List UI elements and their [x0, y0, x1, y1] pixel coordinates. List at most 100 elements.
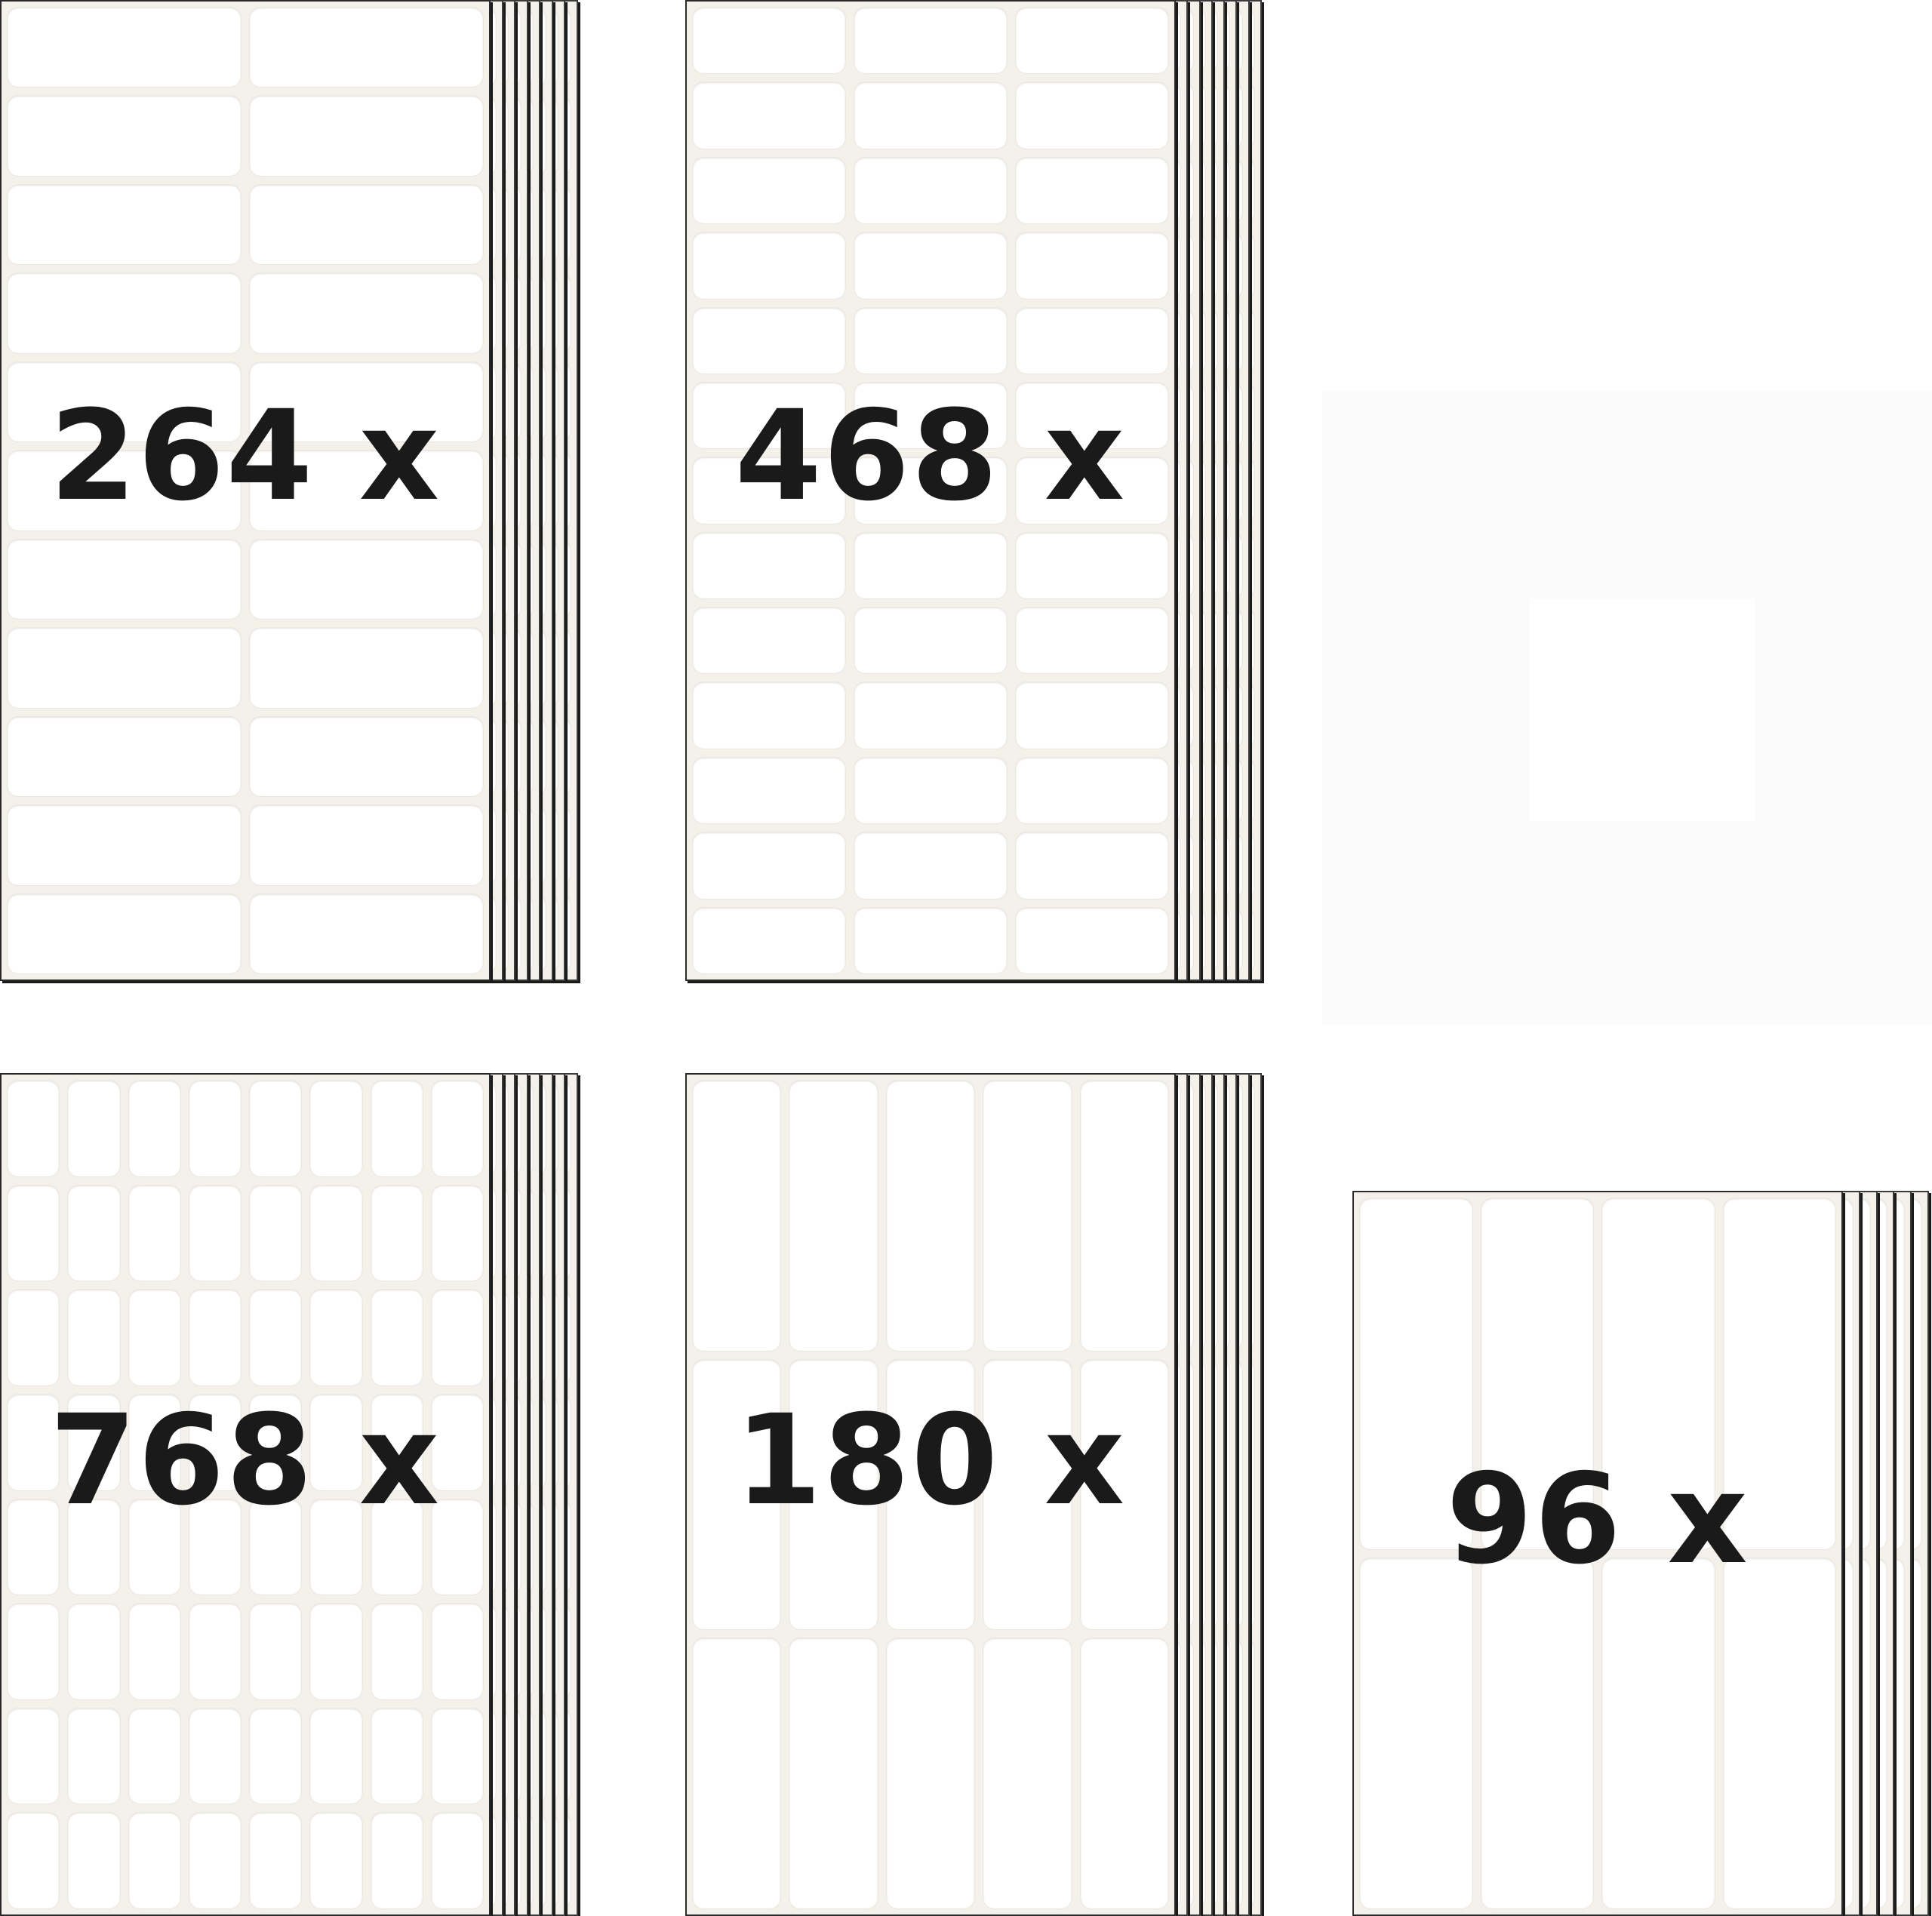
blank-label — [1080, 1081, 1168, 1351]
blank-label — [371, 1081, 423, 1176]
blank-label — [310, 1604, 362, 1699]
blank-label — [854, 532, 1007, 599]
blank-label — [250, 539, 483, 620]
blank-label — [1360, 1558, 1472, 1908]
label-pack-264: 264 x — [0, 0, 578, 981]
blank-label — [189, 1394, 241, 1490]
blank-label — [189, 1081, 241, 1176]
blank-label — [189, 1499, 241, 1595]
blank-label — [693, 82, 845, 149]
blank-label — [693, 457, 845, 524]
blank-label — [789, 1081, 878, 1351]
blank-label — [854, 82, 1007, 149]
label-grid — [2, 1075, 489, 1914]
blank-label — [189, 1813, 241, 1908]
blank-label — [68, 1604, 120, 1699]
blank-label — [8, 1081, 60, 1176]
blank-label — [1602, 1198, 1715, 1549]
blank-label — [854, 907, 1007, 973]
blank-label — [693, 757, 845, 824]
blank-label — [8, 1394, 60, 1490]
blank-label — [250, 1604, 302, 1699]
blank-label — [431, 1813, 483, 1908]
blank-label — [128, 1604, 180, 1699]
blank-label — [250, 1394, 302, 1490]
blank-label — [1016, 607, 1168, 674]
blank-label — [68, 1081, 120, 1176]
blank-label — [128, 1185, 180, 1281]
blank-label — [1016, 682, 1168, 749]
blank-label — [8, 1290, 60, 1385]
blank-label — [693, 307, 845, 374]
blank-label — [1016, 757, 1168, 824]
blank-label — [8, 8, 241, 88]
blank-label — [371, 1813, 423, 1908]
blank-label — [431, 1185, 483, 1281]
blank-label — [8, 893, 241, 973]
blank-label — [250, 273, 483, 353]
blank-label — [8, 1813, 60, 1908]
blank-label — [886, 1638, 975, 1908]
label-pack-468: 468 x — [685, 0, 1262, 981]
blank-label — [250, 893, 483, 973]
blank-label — [854, 757, 1007, 824]
blank-label — [693, 157, 845, 224]
blank-label — [250, 805, 483, 885]
blank-label — [886, 1359, 975, 1630]
blank-label — [1016, 532, 1168, 599]
blank-label — [854, 307, 1007, 374]
blank-label — [8, 805, 241, 885]
blank-label — [68, 1813, 120, 1908]
blank-label — [854, 832, 1007, 899]
blank-label — [431, 1290, 483, 1385]
blank-label — [371, 1708, 423, 1804]
blank-label — [310, 1394, 362, 1490]
blank-label — [854, 157, 1007, 224]
blank-label — [128, 1813, 180, 1908]
blank-label — [983, 1638, 1072, 1908]
blank-label — [983, 1081, 1072, 1351]
blank-label — [128, 1081, 180, 1176]
blank-label — [1481, 1558, 1593, 1908]
blank-label — [250, 1499, 302, 1595]
blank-label — [8, 451, 241, 531]
blank-label — [693, 907, 845, 973]
blank-label — [854, 8, 1007, 74]
blank-label — [1080, 1359, 1168, 1630]
blank-label — [8, 539, 241, 620]
blank-label — [128, 1290, 180, 1385]
placeholder-square — [1530, 598, 1755, 821]
blank-label — [693, 1638, 781, 1908]
blank-label — [854, 682, 1007, 749]
blank-label — [693, 532, 845, 599]
blank-label — [1016, 457, 1168, 524]
blank-label — [8, 716, 241, 797]
blank-label — [1602, 1558, 1715, 1908]
label-sheet-front: 468 x — [685, 0, 1176, 981]
blank-label — [693, 607, 845, 674]
label-pack-768: 768 x — [0, 1073, 578, 1916]
label-sheet-front: 264 x — [0, 0, 491, 981]
blank-label — [310, 1185, 362, 1281]
blank-label — [1016, 832, 1168, 899]
blank-label — [854, 607, 1007, 674]
blank-label — [789, 1359, 878, 1630]
blank-label — [128, 1708, 180, 1804]
blank-label — [68, 1394, 120, 1490]
label-grid — [2, 2, 489, 980]
blank-label — [693, 832, 845, 899]
blank-label — [310, 1081, 362, 1176]
blank-label — [250, 716, 483, 797]
blank-label — [250, 1185, 302, 1281]
blank-label — [8, 96, 241, 176]
blank-label — [189, 1708, 241, 1804]
blank-label — [8, 1604, 60, 1699]
blank-label — [1016, 907, 1168, 973]
blank-label — [371, 1604, 423, 1699]
blank-label — [250, 628, 483, 708]
blank-label — [189, 1185, 241, 1281]
blank-label — [886, 1081, 975, 1351]
blank-label — [854, 382, 1007, 449]
blank-label — [371, 1185, 423, 1281]
blank-label — [431, 1499, 483, 1595]
